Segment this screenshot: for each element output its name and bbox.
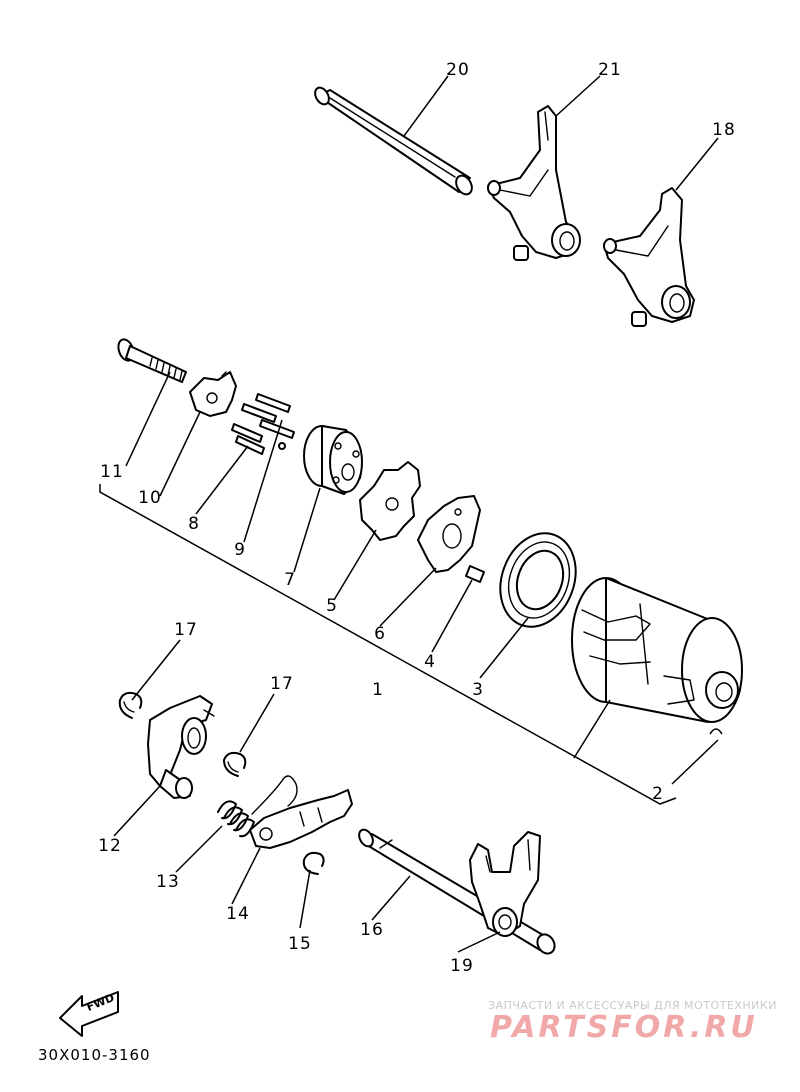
watermark-tagline: ЗАПЧАСТИ И АКСЕССУАРЫ ДЛЯ МОТОТЕХНИКИ — [488, 999, 777, 1012]
shift-cam-drawing — [303, 425, 363, 495]
part-label-4: 4 — [424, 652, 436, 672]
part-label-10: 10 — [138, 488, 162, 508]
part-label-6: 6 — [374, 624, 386, 644]
shift-arm-drawing — [147, 695, 215, 799]
part-label-11: 11 — [100, 462, 124, 482]
fwd-arrow — [59, 991, 119, 1037]
part-label-9: 9 — [234, 540, 246, 560]
part-label-2: 2 — [652, 784, 664, 804]
part-label-20: 19 — [450, 956, 474, 976]
stopper-plate-drawing — [417, 495, 481, 573]
part-label-18: 20 — [446, 60, 470, 80]
segment-plate-drawing — [189, 371, 237, 417]
star-plate-drawing — [359, 461, 421, 541]
part-label-14: 14 — [226, 904, 250, 924]
leader-lines — [113, 75, 719, 953]
circlip-17b-drawing — [223, 751, 247, 777]
circlip-17a-drawing — [118, 691, 143, 719]
shift-fork-19-drawing — [603, 187, 695, 327]
part-label-16: 16 — [360, 920, 384, 940]
part-label-17a: 17 — [174, 620, 198, 640]
circlip-15-drawing — [302, 851, 325, 875]
shift-fork-shaft-drawing — [314, 86, 473, 196]
part-label-21: 21 — [598, 60, 622, 80]
shift-drum-drawing — [571, 577, 743, 723]
pins-drawing — [231, 393, 295, 455]
part-label-5: 5 — [326, 596, 338, 616]
catalog-code: 30X010-3160 — [38, 1046, 151, 1064]
part-label-7: 7 — [284, 570, 296, 590]
part-label-15: 15 — [288, 934, 312, 954]
stopper-lever-drawing — [249, 789, 353, 849]
part-label-13: 13 — [156, 872, 180, 892]
spring-drawing — [217, 775, 298, 838]
part-label-1: 1 — [372, 680, 384, 700]
part-label-12: 12 — [98, 836, 122, 856]
part-label-19: 18 — [712, 120, 736, 140]
shift-fork-20-drawing — [469, 831, 541, 937]
bearing-drawing — [499, 532, 577, 628]
part-label-3: 3 — [472, 680, 484, 700]
dowel-pin-drawing — [465, 565, 485, 583]
shift-fork-21-drawing — [487, 105, 581, 261]
part-label-17b: 17 — [270, 674, 294, 694]
watermark-logo: PARTSFOR.RU — [490, 1010, 758, 1045]
reference-lines — [99, 484, 723, 805]
bolt-drawing — [117, 338, 187, 383]
part-label-8: 8 — [188, 514, 200, 534]
